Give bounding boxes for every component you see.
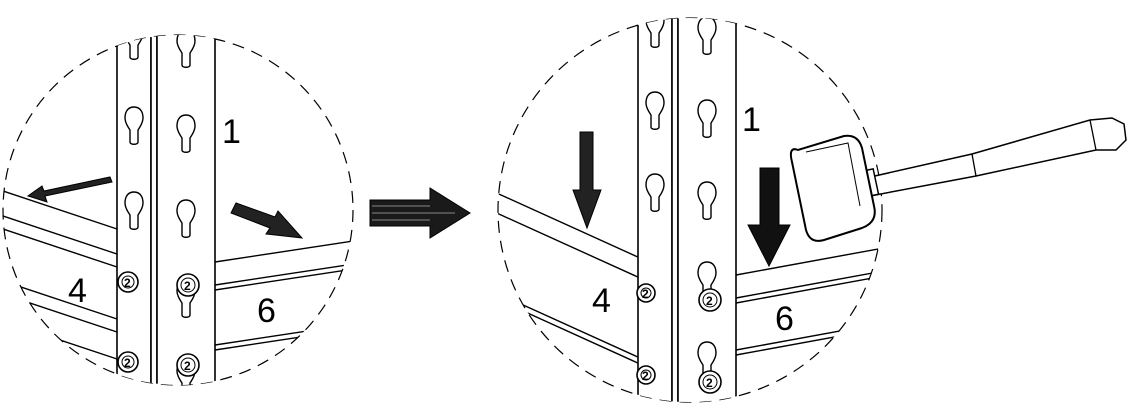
bolt-number: 2 xyxy=(706,294,713,308)
beam-6-panel xyxy=(735,244,882,356)
bolt-number: 2 xyxy=(124,356,131,370)
arrow-outward-icon xyxy=(230,202,304,239)
bolt-icon: 2 xyxy=(176,273,200,297)
bolt-icon: 2 xyxy=(636,365,656,385)
bolt-number: 2 xyxy=(706,376,713,390)
label-upright: 1 xyxy=(222,113,241,151)
bolt-icon: 2 xyxy=(117,351,139,373)
bolt-number: 2 xyxy=(642,287,649,301)
label-beam-left: 4 xyxy=(68,272,87,310)
bolt-icon: 2 xyxy=(698,370,722,394)
arrow-down-icon xyxy=(572,131,602,230)
upright-1 xyxy=(116,35,216,385)
arrow-right-icon xyxy=(369,187,471,239)
bolts-before: 2 2 2 2 xyxy=(117,271,200,377)
bolt-number: 2 xyxy=(184,279,191,293)
beam-6-panel xyxy=(214,239,353,351)
arrow-down-icon xyxy=(747,167,791,268)
bolt-number: 2 xyxy=(124,276,131,290)
rubber-mallet-icon xyxy=(789,117,1127,242)
label-upright: 1 xyxy=(742,101,761,139)
bolt-number: 2 xyxy=(642,369,649,383)
beam-4-panel xyxy=(498,189,641,402)
bolt-icon: 2 xyxy=(698,288,722,312)
beam-4-panel xyxy=(3,189,121,361)
detail-after: 2 2 2 2 xyxy=(497,17,1127,403)
bolt-icon: 2 xyxy=(176,353,200,377)
bolts-after: 2 2 2 2 xyxy=(636,283,722,394)
bolt-icon: 2 xyxy=(117,271,139,293)
bolt-icon: 2 xyxy=(636,283,656,303)
label-beam-left: 4 xyxy=(592,282,611,320)
bolt-number: 2 xyxy=(184,359,191,373)
detail-before: 2 2 2 2 xyxy=(2,34,354,386)
arrow-outward-icon xyxy=(26,176,113,203)
label-beam-right: 6 xyxy=(775,300,794,338)
label-beam-right: 6 xyxy=(257,292,276,330)
